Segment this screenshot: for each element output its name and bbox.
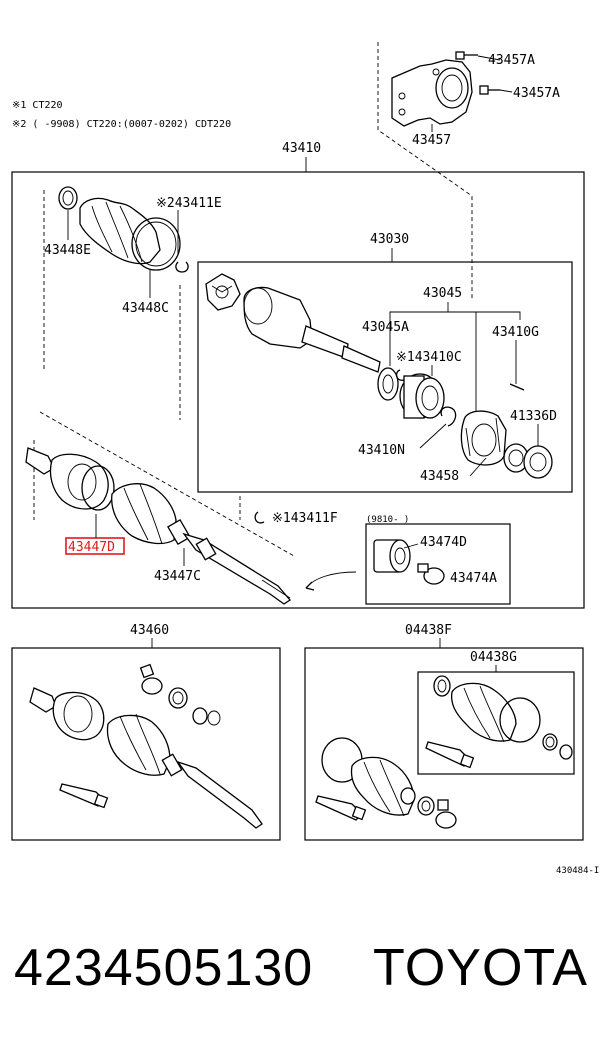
label-43410: 43410 (282, 141, 321, 156)
brand-name: TOYOTA (373, 939, 588, 997)
grease-tube-43460[interactable] (59, 783, 109, 809)
label-43448c: 43448C (122, 301, 169, 316)
drive-shaft[interactable] (182, 532, 291, 605)
c-clip[interactable] (395, 369, 405, 381)
highlight-43447d[interactable] (65, 537, 125, 555)
boot-clamp-shaft[interactable] (167, 518, 191, 546)
damper-frame (365, 523, 511, 605)
seal-ring[interactable] (377, 367, 399, 401)
pin[interactable] (509, 383, 525, 391)
boot-kit-04438g-frame (417, 671, 575, 775)
label-43411f: ※143411F (272, 511, 338, 526)
assembly-43410-frame (11, 171, 585, 609)
note-1: ※1 CT220 (12, 100, 63, 111)
label-43457: 43457 (412, 133, 451, 148)
label-43411e: ※243411E (156, 196, 222, 211)
label-43030: 43030 (370, 232, 409, 247)
label-43457a-lower: 43457A (513, 86, 560, 101)
label-41336d: 41336D (510, 409, 557, 424)
complete-shaft-assembly[interactable] (29, 687, 263, 829)
bearing[interactable] (399, 373, 445, 419)
label-9810: (9810- ) (366, 515, 409, 525)
label-43457a-upper: 43457A (488, 53, 535, 68)
label-43410n: 43410N (358, 443, 405, 458)
inner-boot-kit[interactable] (425, 675, 573, 769)
assembly-43460-frame (11, 647, 281, 841)
label-43474d: 43474D (420, 535, 467, 550)
label-43045: 43045 (423, 286, 462, 301)
boot-outer[interactable] (79, 197, 161, 265)
label-43448e: 43448E (44, 243, 91, 258)
label-43410g: 43410G (492, 325, 539, 340)
clamp-ring-a[interactable] (168, 687, 188, 709)
boot-kit-04438f-frame (304, 647, 584, 841)
diagram-code: 430484-I (556, 866, 599, 876)
clamp-ring-b[interactable] (192, 707, 221, 726)
circlip-43411f[interactable] (254, 511, 265, 524)
snap-ring-small[interactable] (440, 406, 457, 427)
label-43447c: 43447C (154, 569, 201, 584)
label-43458: 43458 (420, 469, 459, 484)
label-43410c: ※143410C (396, 350, 462, 365)
bolt-lower[interactable] (479, 85, 500, 95)
label-43474a: 43474A (450, 571, 497, 586)
label-43045a: 43045A (362, 320, 409, 335)
boot-clamp-large[interactable] (131, 217, 181, 271)
label-43460: 43460 (130, 623, 169, 638)
damper-clamp[interactable] (417, 563, 445, 585)
clamp-small-43460[interactable] (139, 663, 163, 695)
outer-cv-joint[interactable] (25, 447, 109, 510)
oil-seal[interactable] (503, 443, 553, 479)
tripod-spider[interactable] (205, 273, 241, 311)
part-number: 4234505130 (14, 939, 314, 997)
snap-ring[interactable] (175, 261, 189, 273)
dust-seal-housing[interactable] (460, 410, 507, 466)
outer-boot-kit[interactable] (315, 737, 457, 829)
assembly-43030-frame (197, 261, 573, 493)
dynamic-damper[interactable] (373, 539, 411, 573)
label-04438g: 04438G (470, 650, 517, 665)
label-43447d: 43447D (68, 540, 115, 555)
boot-clamp-small[interactable] (58, 186, 78, 210)
note-2: ※2 ( -9908) CT220:(0007-0202) CDT220 (12, 119, 231, 130)
outer-race-housing[interactable] (243, 286, 381, 373)
bolt-upper[interactable] (455, 51, 478, 60)
bearing-bracket[interactable] (391, 59, 473, 127)
label-04438f: 04438F (405, 623, 452, 638)
